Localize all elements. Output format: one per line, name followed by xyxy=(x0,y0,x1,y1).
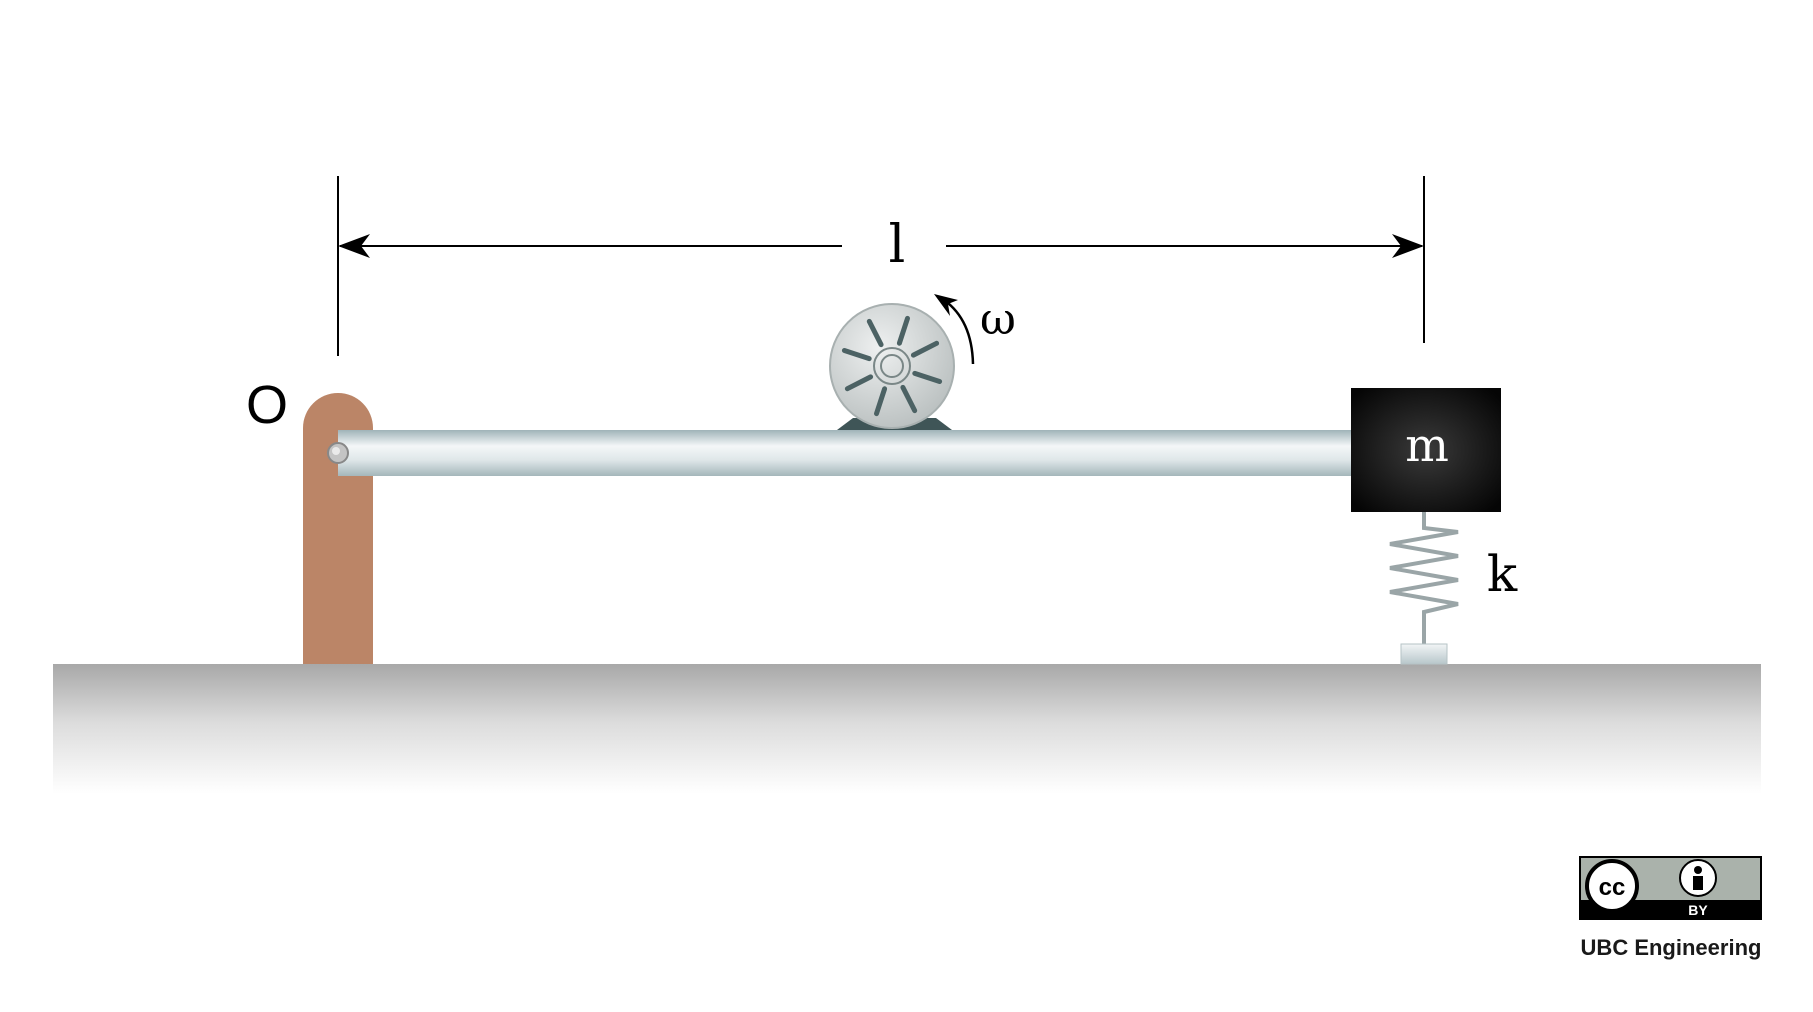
spring xyxy=(1389,512,1459,644)
length-dimension xyxy=(337,176,1425,356)
rotation-arrow xyxy=(943,298,975,365)
dimension-arrowhead-left xyxy=(338,234,370,258)
cc-icon xyxy=(1585,859,1639,913)
motor-slot xyxy=(900,384,918,414)
motor-slot xyxy=(844,374,874,392)
motor-slot xyxy=(910,340,940,358)
motor-slot xyxy=(912,370,943,384)
length-label: l xyxy=(889,215,906,275)
motor-slot xyxy=(841,348,872,362)
dimension-arrowhead-right xyxy=(1392,234,1424,258)
mass-block xyxy=(1351,388,1501,512)
rotating-motor xyxy=(829,303,955,429)
svg-text:cc: cc xyxy=(1599,874,1626,901)
pivot-label: O xyxy=(246,375,288,435)
spring-base xyxy=(1400,643,1448,665)
beam xyxy=(338,430,1358,476)
spring-constant-label: k xyxy=(1487,545,1518,603)
ground xyxy=(53,664,1761,794)
mass-label: m xyxy=(1405,418,1449,472)
badge-by-text: BY xyxy=(1688,902,1708,918)
cc-by-license-badge: cc BY xyxy=(1579,856,1762,920)
motor-slot xyxy=(896,315,910,346)
angular-velocity-label: ω xyxy=(980,294,1016,345)
credit-text: UBC Engineering xyxy=(1581,935,1762,960)
motor-slot xyxy=(874,386,888,417)
motor-slot xyxy=(866,318,884,348)
